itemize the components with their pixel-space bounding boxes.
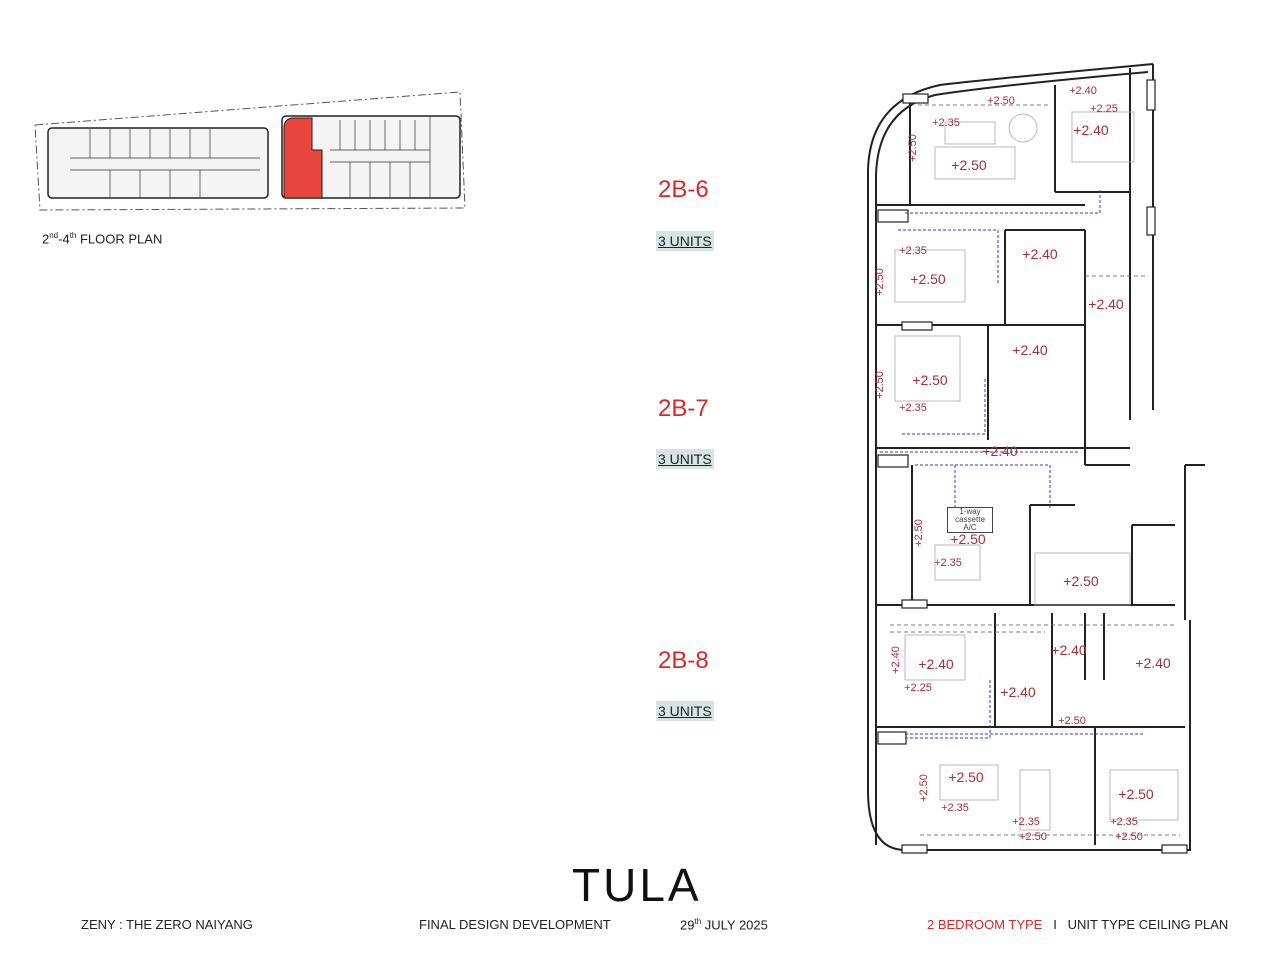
ceiling-level: +2.40 bbox=[918, 656, 954, 672]
ceiling-level: +2.40 bbox=[1022, 246, 1058, 262]
ceiling-level: +2.50 bbox=[910, 271, 946, 287]
ceiling-level: +2.50 bbox=[1118, 786, 1154, 802]
ceiling-level: +2.35 bbox=[899, 245, 927, 257]
ceiling-level: +2.50 bbox=[987, 95, 1015, 107]
key-floor-plan bbox=[34, 91, 466, 211]
unit-name-2b8: 2B-8 bbox=[658, 647, 709, 674]
ceiling-level: +2.50 bbox=[913, 519, 925, 547]
ceiling-level: +2.40 bbox=[890, 646, 902, 674]
ceiling-level: +2.40 bbox=[1073, 122, 1109, 138]
ceiling-level: +2.35 bbox=[932, 117, 960, 129]
key-plan-title: 2nd-4th FLOOR PLAN bbox=[42, 231, 163, 247]
ceiling-level: +2.50 bbox=[1063, 573, 1099, 589]
ceiling-level: +2.40 bbox=[1135, 655, 1171, 671]
ceiling-level: +2.35 bbox=[1012, 816, 1040, 828]
ceiling-level: +2.40 bbox=[1012, 342, 1048, 358]
sheet-title: 2 BEDROOM TYPE I UNIT TYPE CEILING PLAN bbox=[927, 917, 1229, 932]
ceiling-level: +2.50 bbox=[1058, 715, 1086, 727]
ceiling-level: +2.50 bbox=[948, 769, 984, 785]
unit-name-2b6: 2B-6 bbox=[658, 176, 709, 203]
unit-count-2b8: 3 UNITS bbox=[656, 701, 714, 721]
ceiling-level: +2.50 bbox=[874, 268, 886, 296]
unit-count-2b6: 3 UNITS bbox=[656, 231, 714, 251]
ceiling-level: +2.40 bbox=[1051, 642, 1087, 658]
ceiling-level: +2.35 bbox=[934, 557, 962, 569]
ceiling-level: +2.50 bbox=[918, 774, 930, 802]
unit-count-2b7: 3 UNITS bbox=[656, 449, 714, 469]
tula-logo: TULA bbox=[572, 859, 702, 911]
ceiling-level: +2.50 bbox=[951, 157, 987, 173]
ceiling-level: +2.40 bbox=[1069, 85, 1097, 97]
ceiling-level: +2.35 bbox=[941, 802, 969, 814]
issue-date: 29th JULY 2025 bbox=[680, 917, 768, 933]
ceiling-level: +2.50 bbox=[907, 134, 919, 162]
ceiling-level: +2.50 bbox=[1115, 831, 1143, 843]
unit-ceiling-plan-drawing bbox=[867, 63, 1205, 854]
ceiling-level: +2.35 bbox=[899, 402, 927, 414]
project-name: ZENY : THE ZERO NAIYANG bbox=[81, 917, 253, 932]
ceiling-level: +2.50 bbox=[874, 371, 886, 399]
design-stage: FINAL DESIGN DEVELOPMENT bbox=[419, 917, 611, 932]
ceiling-level: +2.40 bbox=[1000, 684, 1036, 700]
ceiling-level: +2.40 bbox=[1088, 296, 1124, 312]
unit-name-2b7: 2B-7 bbox=[658, 395, 709, 422]
ceiling-level: +2.35 bbox=[1110, 816, 1138, 828]
ceiling-level: +2.40 bbox=[982, 443, 1018, 459]
ceiling-level: +2.50 bbox=[950, 531, 986, 547]
ceiling-level: +2.50 bbox=[912, 372, 948, 388]
ceiling-level: +2.50 bbox=[1019, 831, 1047, 843]
ceiling-level: +2.25 bbox=[1090, 103, 1118, 115]
ceiling-level: +2.25 bbox=[904, 682, 932, 694]
